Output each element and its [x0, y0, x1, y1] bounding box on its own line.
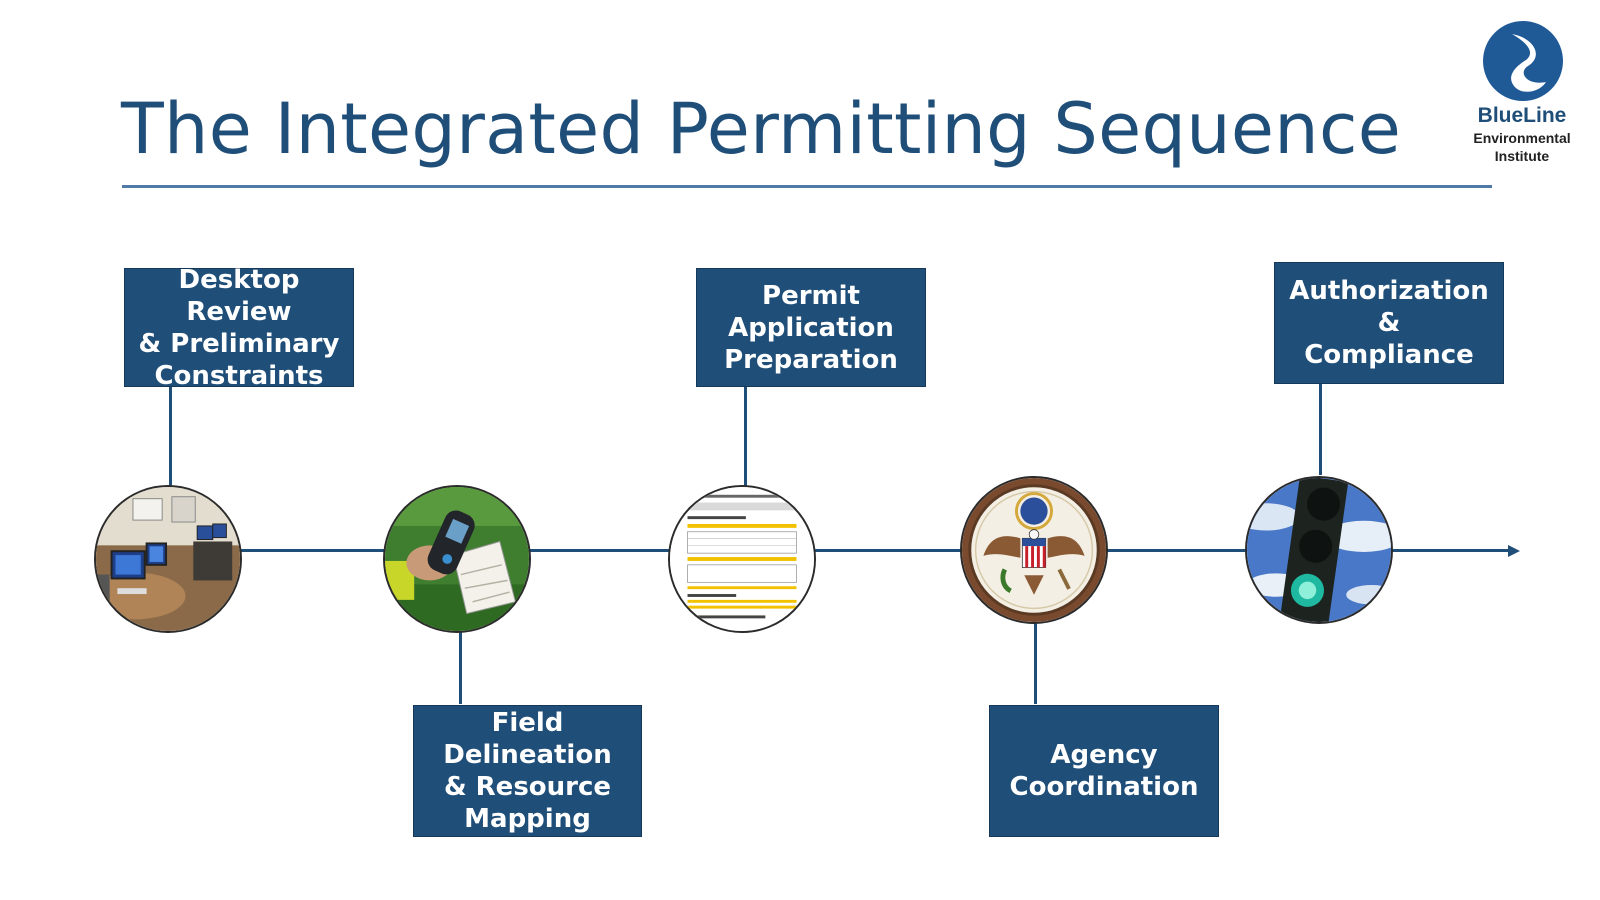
logo-subtitle-line2: Institute [1494, 148, 1550, 164]
step-1-connector [169, 386, 172, 486]
timeline-arrowhead [1508, 545, 1520, 557]
gps-field-icon [383, 485, 531, 633]
step-box-permit-application: Permit Application Preparation [696, 268, 926, 387]
step-label: Authorization & Compliance [1289, 276, 1489, 370]
computer-lab-icon [94, 485, 242, 633]
traffic-light-icon [1245, 476, 1393, 624]
step-box-authorization-compliance: Authorization & Compliance [1274, 262, 1504, 384]
blueline-logo: BlueLine Environmental Institute [1460, 18, 1584, 168]
step-2-connector [459, 628, 462, 704]
blueline-logo-icon [1483, 21, 1563, 101]
step-label: Field Delineation & Resource Mapping [443, 708, 612, 834]
step-3-connector [744, 386, 747, 486]
government-seal-icon [960, 476, 1108, 624]
title-underline [122, 185, 1492, 188]
step-label: Permit Application Preparation [724, 280, 898, 375]
timeline-axis [240, 549, 1510, 552]
logo-subtitle-line1: Environmental [1473, 130, 1571, 146]
page-title: The Integrated Permitting Sequence [121, 88, 1402, 170]
report-document-icon [668, 485, 816, 633]
logo-name: BlueLine [1477, 104, 1567, 127]
step-4-connector [1034, 620, 1037, 704]
step-box-agency-coordination: Agency Coordination [989, 705, 1219, 837]
step-box-desktop-review: Desktop Review & Preliminary Constraints [124, 265, 354, 391]
step-label: Agency Coordination [1009, 740, 1199, 802]
step-box-field-delineation: Field Delineation & Resource Mapping [413, 705, 642, 837]
step-label: Desktop Review & Preliminary Constraints [138, 264, 340, 391]
step-5-connector [1319, 383, 1322, 475]
